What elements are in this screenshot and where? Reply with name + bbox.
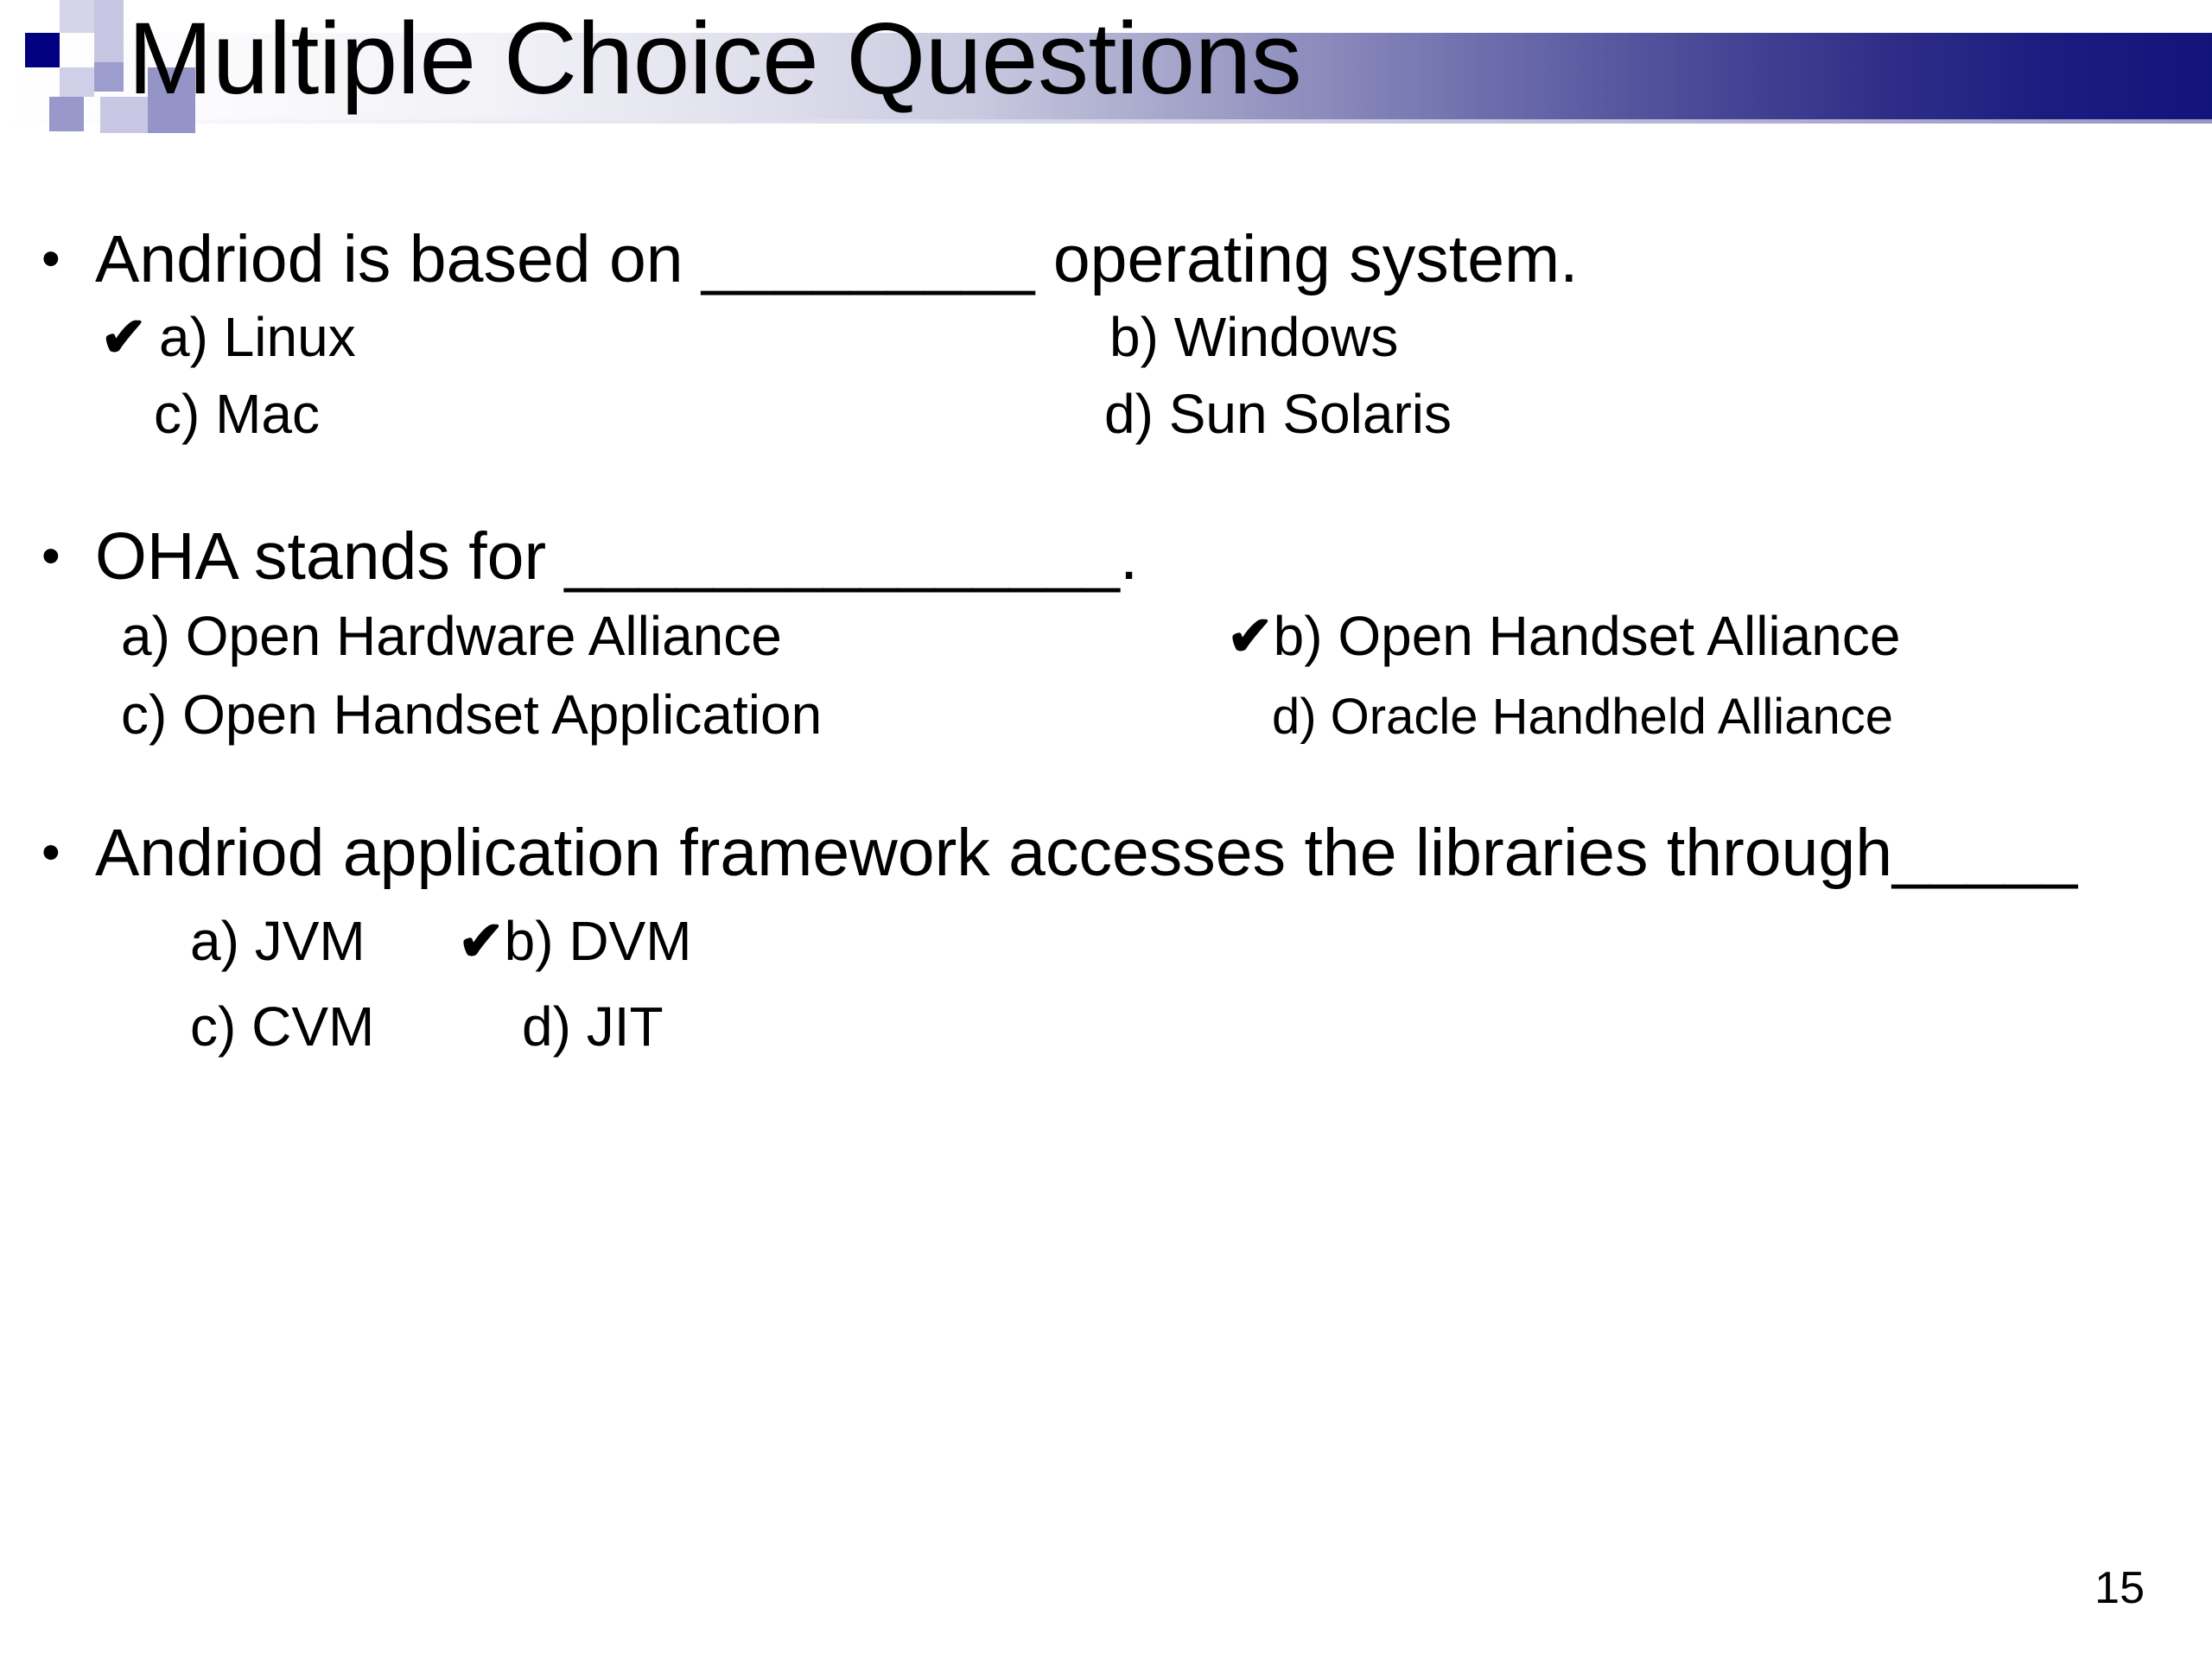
- slide-body: • Andriod is based on _________ operatin…: [0, 220, 2212, 1059]
- deco-square-dark: [25, 33, 60, 67]
- option-q2-a[interactable]: a) Open Hardware Alliance: [121, 605, 782, 668]
- bullet-icon: •: [41, 229, 60, 289]
- question-3-text: Andriod application framework accesses t…: [95, 815, 2078, 890]
- option-q3-a[interactable]: a) JVM: [190, 909, 365, 972]
- deco-square-mid-1: [94, 62, 124, 92]
- decorative-squares-motif: [0, 0, 199, 160]
- checkmark-icon-q1a: ✔: [100, 305, 147, 368]
- deco-square-light-4: [100, 97, 148, 133]
- deco-square-mid-2: [49, 97, 84, 131]
- option-q3-c[interactable]: c) CVM: [190, 995, 375, 1058]
- question-1-row: • Andriod is based on _________ operatin…: [0, 220, 2212, 299]
- option-q2-b-wrap: ✔b) Open Handset Alliance: [1227, 603, 1900, 670]
- deco-square-light-3: [60, 67, 94, 97]
- option-q1-c[interactable]: c) Mac: [154, 382, 320, 445]
- option-q3-b-wrap: ✔b) DVM: [458, 908, 692, 975]
- question-3-options-row-1: a) JVM ✔b) DVM: [0, 908, 2212, 975]
- option-q1-a[interactable]: a) Linux: [159, 305, 356, 368]
- slide-number: 15: [2094, 1563, 2145, 1613]
- option-q1-d[interactable]: d) Sun Solaris: [1104, 382, 1452, 445]
- question-1-text: Andriod is based on _________ operating …: [95, 222, 1579, 296]
- question-block-1: • Andriod is based on _________ operatin…: [0, 220, 2212, 447]
- page-title: Multiple Choice Questions: [128, 2, 1302, 116]
- question-2-options-row-1: a) Open Hardware Alliance ✔b) Open Hands…: [0, 603, 2212, 670]
- title-band-shadow: [0, 119, 2212, 124]
- deco-square-light-2: [94, 0, 124, 62]
- checkmark-icon-q3b: ✔: [458, 909, 505, 972]
- bullet-icon: •: [41, 526, 60, 587]
- question-2-options-row-2: c) Open Handset Application d) Oracle Ha…: [0, 682, 2212, 748]
- deco-square-mid-3: [148, 67, 195, 133]
- question-3-row: • Andriod application framework accesses…: [0, 814, 2212, 893]
- question-1-options-row-2: c) Mac d) Sun Solaris: [0, 381, 2212, 448]
- checkmark-icon-q2b: ✔: [1227, 605, 1274, 668]
- option-q3-b[interactable]: b) DVM: [504, 909, 692, 972]
- question-2-text: OHA stands for _______________.: [95, 519, 1139, 594]
- question-1-options-row-1: ✔ a) Linux b) Windows: [0, 304, 2212, 371]
- option-q3-d[interactable]: d) JIT: [522, 995, 664, 1058]
- option-q2-c[interactable]: c) Open Handset Application: [121, 683, 823, 747]
- deco-square-light-1: [60, 0, 94, 33]
- title-gradient-band: [0, 33, 2212, 119]
- option-q1-b[interactable]: b) Windows: [1109, 305, 1399, 368]
- question-block-3: • Andriod application framework accesses…: [0, 814, 2212, 1059]
- question-3-options-row-2: c) CVM d) JIT: [0, 994, 2212, 1060]
- bullet-icon: •: [41, 822, 60, 882]
- option-q2-b[interactable]: b) Open Handset Alliance: [1273, 605, 1901, 668]
- option-q2-d[interactable]: d) Oracle Handheld Alliance: [1272, 689, 1893, 746]
- question-block-2: • OHA stands for _______________. a) Ope…: [0, 518, 2212, 747]
- question-2-row: • OHA stands for _______________.: [0, 518, 2212, 596]
